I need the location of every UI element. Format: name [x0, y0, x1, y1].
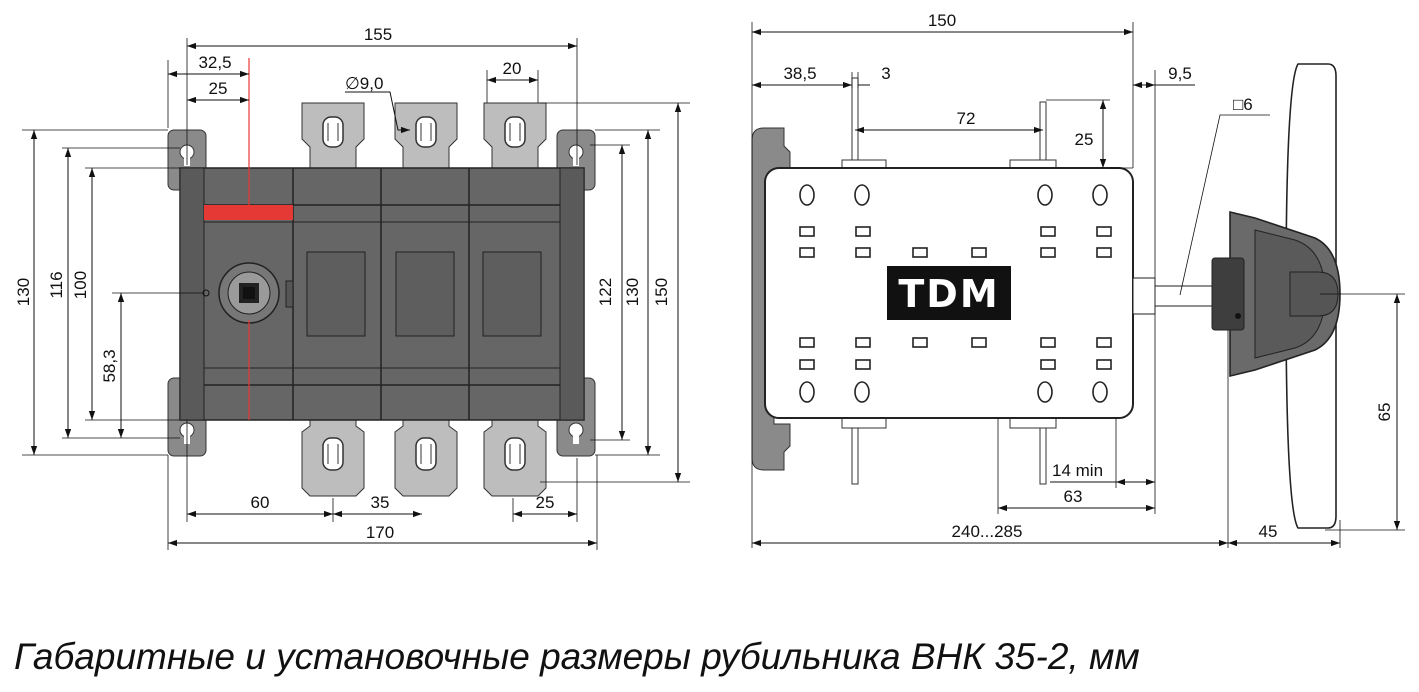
dim-60: 60: [251, 493, 270, 512]
mounting-hole: [1092, 184, 1108, 206]
vent-slot: [1096, 226, 1112, 237]
vent-slot: [799, 226, 815, 237]
dim-100: 100: [71, 271, 90, 299]
vent-slot: [1096, 247, 1112, 258]
top-terminals: [301, 102, 547, 172]
dim-72: 72: [957, 109, 976, 128]
dim-63: 63: [1064, 487, 1083, 506]
mounting-hole: [854, 184, 870, 206]
dim-20: 20: [503, 59, 522, 78]
bottom-terminals: [301, 417, 547, 497]
svg-text:TDM: TDM: [898, 272, 999, 316]
vent-slot: [971, 247, 987, 258]
mounting-hole: [799, 184, 815, 206]
side-dimension-lines: [752, 28, 1401, 547]
vent-slot: [912, 337, 928, 348]
mounting-hole: [1037, 184, 1053, 206]
vent-slot: [799, 247, 815, 258]
dim-38-5: 38,5: [783, 64, 816, 83]
dim-14-min: 14 min: [1052, 461, 1103, 480]
dim-65: 65: [1375, 403, 1394, 422]
vent-slot: [1096, 359, 1112, 370]
dim-122: 122: [596, 278, 615, 306]
vent-slot: [855, 337, 871, 348]
side-body-holes: [799, 184, 1112, 403]
vent-slot: [1096, 337, 1112, 348]
dim-130-left: 130: [14, 278, 33, 306]
dim-35: 35: [371, 493, 390, 512]
dim-58-3: 58,3: [100, 349, 119, 382]
handle-shaft: [1132, 277, 1216, 315]
front-view: 155 32,5 25 20 ∅9,0 60 35 25 170 130 116…: [14, 25, 690, 550]
dim-240-285: 240...285: [952, 522, 1023, 541]
vent-slot: [1040, 337, 1056, 348]
vent-slot: [799, 359, 815, 370]
vent-slot: [855, 226, 871, 237]
vent-slot: [799, 337, 815, 348]
dim-25-side: 25: [1075, 130, 1094, 149]
dim-hole-diameter: ∅9,0: [345, 74, 383, 93]
dim-150-top: 150: [928, 11, 956, 30]
vent-slot: [912, 247, 928, 258]
mounting-hole: [854, 381, 870, 403]
red-indicator-strip: [204, 205, 293, 220]
dim-170: 170: [366, 523, 394, 542]
vent-slot: [1040, 247, 1056, 258]
dim-25-top: 25: [209, 79, 228, 98]
dim-32-5: 32,5: [198, 53, 231, 72]
dim-155: 155: [364, 25, 392, 44]
front-extension-lines: [22, 38, 690, 550]
vent-slot: [855, 247, 871, 258]
mounting-hole: [1092, 381, 1108, 403]
side-view: TDM: [751, 11, 1405, 548]
dim-3: 3: [881, 64, 890, 83]
vent-slot: [971, 337, 987, 348]
dim-square-6: □6: [1233, 95, 1253, 114]
dim-25-bottom: 25: [536, 493, 555, 512]
dim-9-5: 9,5: [1168, 64, 1192, 83]
mounting-hole: [799, 381, 815, 403]
tdm-logo: TDM: [887, 266, 1011, 320]
dim-45: 45: [1259, 522, 1278, 541]
mounting-hole: [1037, 381, 1053, 403]
vent-slot: [1040, 226, 1056, 237]
vent-slot: [855, 359, 871, 370]
vent-slot: [1040, 359, 1056, 370]
dim-130-right: 130: [623, 278, 642, 306]
dim-116: 116: [47, 271, 66, 298]
external-handle: [1211, 63, 1341, 529]
drawing-caption: Габаритные и установочные размеры рубиль…: [14, 636, 1140, 677]
front-dimension-lines: [30, 42, 682, 547]
rotary-handle: [202, 262, 294, 324]
dim-150-right: 150: [652, 278, 671, 306]
